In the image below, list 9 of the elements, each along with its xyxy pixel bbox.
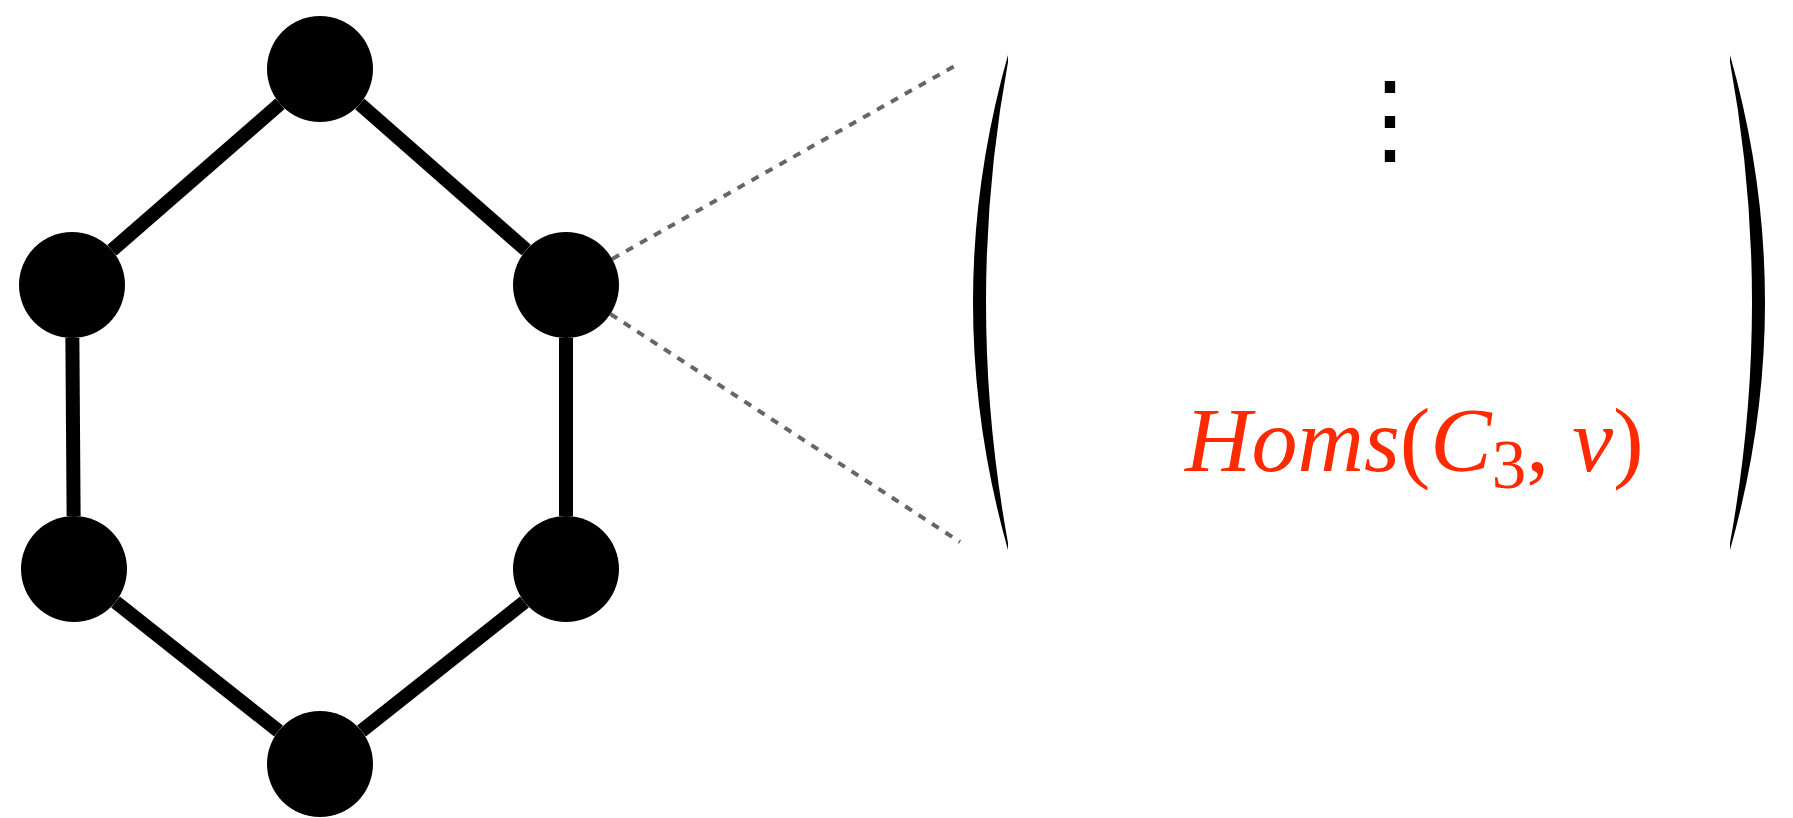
graph-edge bbox=[107, 98, 285, 256]
math-expression: Homs(C$_{3}$, v) bbox=[1185, 388, 1644, 495]
dashed-line bbox=[609, 312, 962, 544]
graph-edge bbox=[355, 98, 531, 256]
graph-edge bbox=[357, 596, 529, 737]
graph-edge bbox=[65, 337, 81, 517]
graph-edge bbox=[111, 596, 283, 737]
graph-edge bbox=[559, 338, 573, 516]
vertical-ellipsis: ⋮ bbox=[1340, 63, 1440, 177]
